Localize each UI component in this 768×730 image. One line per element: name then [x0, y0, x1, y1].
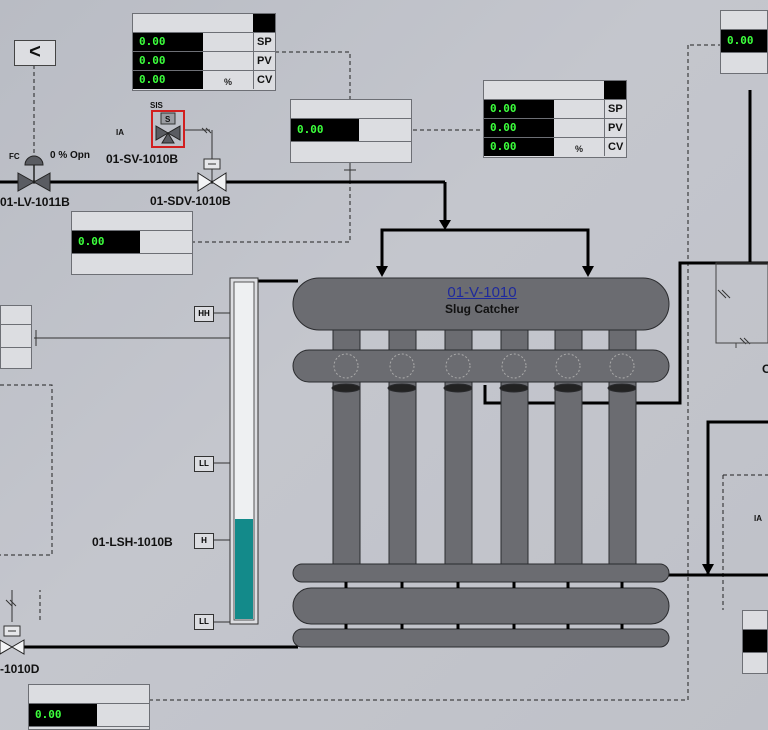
indicator-value: 0.00	[29, 704, 97, 726]
sdv-d-tag[interactable]: -1010D	[0, 662, 40, 676]
sp-row: 0.00 SP	[484, 100, 626, 119]
indicator-value: 0.00	[291, 119, 359, 141]
pv-row: 0.00 PV	[484, 119, 626, 138]
faceplate-header	[133, 14, 275, 33]
sis-label: SIS	[150, 101, 163, 110]
cv-unit: %	[203, 71, 254, 89]
vessel-title: 01-V-1010 Slug Catcher	[420, 284, 544, 316]
control-valve-lv[interactable]	[17, 155, 51, 192]
controller-faceplate-2[interactable]: 0.00 SP 0.00 PV 0.00 % CV	[483, 80, 627, 158]
sp-value[interactable]: 0.00	[133, 33, 203, 51]
right-partial-label: C	[762, 362, 768, 376]
vessel-tag-link[interactable]: 01-V-1010	[447, 284, 517, 301]
cv-label: CV	[257, 74, 273, 86]
indicator-box-right-edge[interactable]	[742, 610, 768, 674]
right-ia-label: IA	[754, 514, 762, 523]
cv-value[interactable]: 0.00	[484, 138, 554, 156]
indicator-box-left-edge[interactable]	[0, 305, 32, 369]
sp-label: SP	[608, 103, 623, 115]
controller-faceplate-1[interactable]: 0.00 SP 0.00 PV 0.00 % CV	[132, 13, 276, 91]
level-switch-h[interactable]: H	[194, 533, 214, 549]
sp-label: SP	[257, 36, 272, 48]
sdv-tag[interactable]: 01-SDV-1010B	[150, 194, 231, 208]
indicator-box-bottom-left[interactable]: 0.00	[28, 684, 150, 730]
indicator-value: 0.00	[72, 231, 140, 253]
pv-value: 0.00	[484, 119, 554, 137]
cv-row: 0.00 % CV	[484, 138, 626, 156]
indicator-box-top-right[interactable]: 0.00	[720, 10, 768, 74]
level-gauge	[229, 277, 259, 625]
level-switch-ll-upper[interactable]: LL	[194, 456, 214, 472]
valve-mode-label: FC	[9, 152, 20, 161]
lv-tag[interactable]: 01-LV-1011B	[0, 195, 70, 209]
vessel-description: Slug Catcher	[444, 302, 519, 316]
instrument-air-label: IA	[116, 128, 124, 137]
indicator-box-center[interactable]: 0.00	[290, 99, 412, 163]
cv-value[interactable]: 0.00	[133, 71, 203, 89]
level-switch-hh[interactable]: HH	[194, 306, 214, 322]
pv-value: 0.00	[133, 52, 203, 70]
lsh-tag[interactable]: 01-LSH-1010B	[92, 535, 173, 549]
indicator-value: 0.00	[721, 30, 767, 52]
pv-label: PV	[257, 55, 272, 67]
shutdown-valve-sdv-d[interactable]	[0, 625, 25, 655]
pv-label: PV	[608, 122, 623, 134]
shutdown-valve-sdv[interactable]	[197, 158, 227, 192]
faceplate-header	[484, 81, 626, 100]
valve-position-readout: 0 % Opn	[50, 150, 91, 161]
level-switch-ll-lower[interactable]: LL	[194, 614, 214, 630]
cv-row: 0.00 % CV	[133, 71, 275, 89]
sp-value[interactable]: 0.00	[484, 100, 554, 118]
solenoid-label: S	[165, 115, 171, 124]
sp-row: 0.00 SP	[133, 33, 275, 52]
pv-row: 0.00 PV	[133, 52, 275, 71]
back-button[interactable]: <	[14, 40, 56, 66]
indicator-box-left[interactable]: 0.00	[71, 211, 193, 275]
sv-tag[interactable]: 01-SV-1010B	[106, 152, 179, 166]
slug-catcher-vessel[interactable]	[292, 277, 670, 648]
cv-unit: %	[554, 138, 605, 156]
cv-label: CV	[608, 141, 624, 153]
solenoid-valve-sv[interactable]	[151, 110, 185, 148]
